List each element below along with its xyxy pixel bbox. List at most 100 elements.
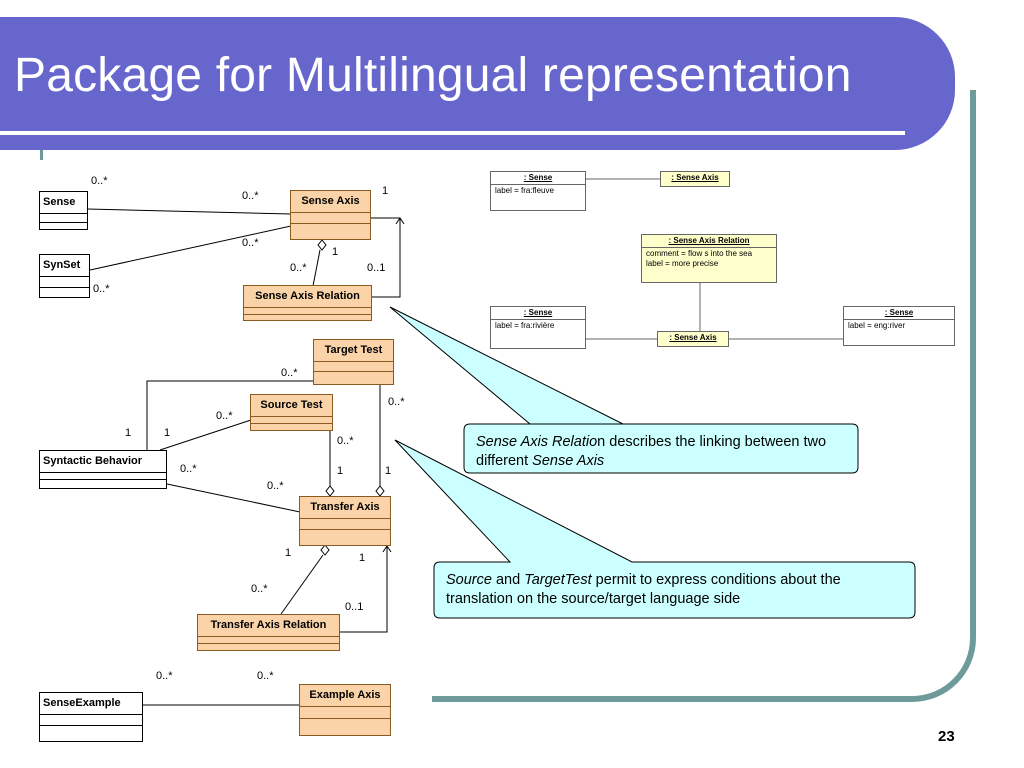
aggr-diamond-2 bbox=[325, 485, 335, 497]
assoc-sense-senseaxis bbox=[86, 208, 292, 215]
instance-relation-attr-1: comment = flow s into the sea bbox=[646, 249, 753, 258]
class-example-axis: Example Axis bbox=[299, 684, 391, 736]
mult-label: 1 bbox=[382, 185, 389, 197]
class-transfer-axis-name: Transfer Axis bbox=[310, 501, 380, 513]
aggr-senseaxis-relation bbox=[312, 249, 321, 287]
instance-sense-axis-a-title: : Sense Axis bbox=[671, 173, 719, 182]
class-example-axis-sep2 bbox=[300, 718, 390, 719]
class-sense: Sense bbox=[39, 191, 88, 230]
callout1-text: Sense Axis Relation describes the linkin… bbox=[476, 433, 856, 471]
mult-label: 0..* bbox=[257, 670, 274, 682]
mult-label: 1 bbox=[385, 465, 392, 477]
page-number: 23 bbox=[938, 728, 955, 745]
class-example-axis-name: Example Axis bbox=[309, 689, 381, 701]
frame-tick bbox=[40, 150, 43, 160]
class-sense-axis-sep bbox=[291, 212, 370, 213]
class-transfer-axis: Transfer Axis bbox=[299, 496, 391, 546]
aggr-diamond-1 bbox=[317, 239, 327, 251]
callout2-italic-a: Source bbox=[446, 572, 492, 588]
class-sense-example-sep bbox=[40, 714, 142, 715]
class-target-test-sep2 bbox=[314, 371, 393, 372]
instance-sense-axis-a: : Sense Axis bbox=[660, 171, 730, 187]
class-example-axis-sep bbox=[300, 706, 390, 707]
class-sense-axis-name: Sense Axis bbox=[301, 195, 360, 207]
class-transfer-axis-relation-sep2 bbox=[198, 643, 339, 644]
mult-label: 0..* bbox=[267, 480, 284, 492]
instance-sense-c: : Sense label = eng:river bbox=[843, 306, 955, 346]
class-sense-axis: Sense Axis bbox=[290, 190, 371, 240]
mult-label: 0..* bbox=[242, 190, 259, 202]
instance-sense-axis-b-title: : Sense Axis bbox=[669, 333, 717, 342]
mult-label: 0..* bbox=[216, 410, 233, 422]
instance-sense-b-attr: label = fra:rivière bbox=[491, 319, 585, 332]
mult-label: 1 bbox=[164, 427, 171, 439]
assoc-syntactic-sourcetest bbox=[159, 419, 252, 451]
mult-label: 0..* bbox=[337, 435, 354, 447]
class-sense-axis-relation-name: Sense Axis Relation bbox=[255, 290, 360, 302]
class-transfer-axis-relation-name: Transfer Axis Relation bbox=[210, 619, 327, 631]
class-source-test: Source Test bbox=[250, 394, 333, 431]
class-sense-axis-relation: Sense Axis Relation bbox=[243, 285, 372, 321]
instance-sense-b-title: : Sense bbox=[523, 308, 553, 317]
class-syntactic-behavior-sep bbox=[40, 472, 166, 473]
mult-label: 1 bbox=[337, 465, 344, 477]
instance-sense-c-title: : Sense bbox=[884, 308, 914, 317]
mult-label: 0..* bbox=[91, 175, 108, 187]
class-transfer-axis-relation: Transfer Axis Relation bbox=[197, 614, 340, 651]
instance-relation-title: : Sense Axis Relation bbox=[668, 236, 750, 245]
arrowhead-2 bbox=[382, 545, 392, 553]
class-sense-name: Sense bbox=[43, 196, 76, 208]
class-sense-sep bbox=[40, 213, 87, 214]
mult-label: 0..* bbox=[242, 237, 259, 249]
mult-label: 0..* bbox=[290, 262, 307, 274]
class-sense-axis-sep2 bbox=[291, 223, 370, 224]
callout2-text: Source and TargetTest permit to express … bbox=[446, 571, 908, 609]
aggr-diamond-4 bbox=[320, 544, 330, 556]
mult-label: 0..* bbox=[388, 396, 405, 408]
instance-sense-c-attr: label = eng:river bbox=[844, 319, 954, 332]
mult-label: 0..* bbox=[251, 583, 268, 595]
class-synset-sep2 bbox=[40, 287, 89, 288]
callout1-italic-end: Sense Axis bbox=[532, 453, 605, 469]
class-synset-sep bbox=[40, 276, 89, 277]
class-source-test-name: Source Test bbox=[260, 399, 323, 411]
mult-label: 1 bbox=[285, 547, 292, 559]
mult-label: 1 bbox=[332, 246, 339, 258]
aggr-diamond-3 bbox=[375, 485, 385, 497]
assoc-relation-senseaxis bbox=[370, 217, 401, 298]
instance-relation: : Sense Axis Relation comment = flow s i… bbox=[641, 234, 777, 283]
mult-label: 0..1 bbox=[345, 601, 364, 613]
class-target-test-name: Target Test bbox=[324, 344, 383, 356]
instance-sense-b: : Sense label = fra:rivière bbox=[490, 306, 586, 349]
callout1-body: n describes the linking between two diff… bbox=[476, 434, 827, 469]
instance-relation-attr-2: label = more precise bbox=[646, 259, 719, 268]
class-source-test-sep bbox=[251, 416, 332, 417]
class-syntactic-behavior: Syntactic Behavior bbox=[39, 450, 167, 489]
instance-sense-a-title: : Sense bbox=[523, 173, 553, 182]
instance-relation-attrs: comment = flow s into the sea label = mo… bbox=[642, 247, 776, 270]
class-syntactic-behavior-sep2 bbox=[40, 479, 166, 480]
callout2-italic-b: TargetTest bbox=[524, 572, 592, 588]
class-transfer-axis-relation-sep bbox=[198, 636, 339, 637]
class-source-test-sep2 bbox=[251, 423, 332, 424]
mult-label: 1 bbox=[359, 552, 366, 564]
class-synset: SynSet bbox=[39, 254, 90, 298]
callout2-text-a: and bbox=[491, 572, 525, 588]
class-sense-axis-relation-sep bbox=[244, 307, 371, 308]
slide-frame bbox=[432, 90, 976, 702]
mult-label: 1 bbox=[125, 427, 132, 439]
class-sense-example: SenseExample bbox=[39, 692, 143, 742]
aggr-transfer-relation bbox=[280, 554, 324, 615]
class-sense-sep2 bbox=[40, 222, 87, 223]
class-target-test: Target Test bbox=[313, 339, 394, 385]
class-sense-example-sep2 bbox=[40, 725, 142, 726]
class-transfer-axis-sep bbox=[300, 518, 390, 519]
mult-label: 0..1 bbox=[367, 262, 386, 274]
instance-sense-a-attr: label = fra:fleuve bbox=[491, 184, 585, 197]
callout1-italic: Sense Axis Relatio bbox=[476, 434, 598, 450]
class-syntactic-behavior-name: Syntactic Behavior bbox=[43, 455, 143, 467]
mult-label: 0..* bbox=[156, 670, 173, 682]
mult-label: 0..* bbox=[281, 367, 298, 379]
class-transfer-axis-sep2 bbox=[300, 529, 390, 530]
instance-sense-a: : Sense label = fra:fleuve bbox=[490, 171, 586, 211]
